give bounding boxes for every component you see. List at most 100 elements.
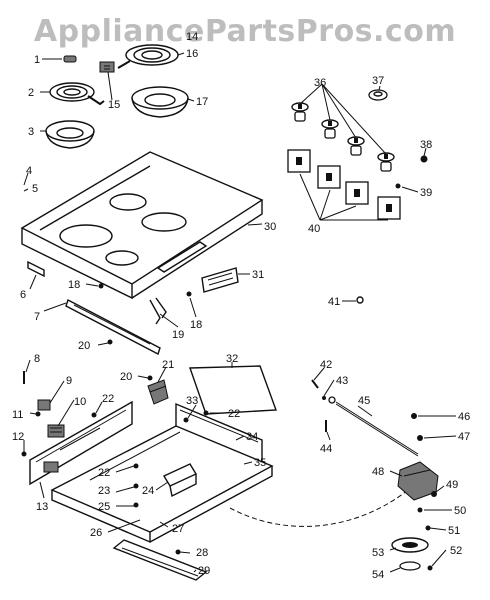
callout-10: 10	[74, 396, 86, 408]
screw-22c	[203, 410, 209, 416]
callout-21: 21	[162, 359, 174, 371]
callout-30: 30	[264, 221, 276, 233]
base-pan-35	[50, 425, 274, 544]
bracket-24	[162, 463, 198, 498]
callout-32: 32	[226, 353, 238, 365]
callout-38: 38	[420, 139, 432, 151]
strain-relief-54	[399, 561, 421, 571]
leader-lines	[23, 52, 457, 573]
cable-45	[328, 396, 419, 457]
knobs-36	[291, 102, 395, 172]
callout-37: 37	[372, 75, 384, 87]
screw-25	[133, 502, 139, 508]
callout-46: 46	[458, 411, 470, 423]
callout-24: 24	[142, 485, 154, 497]
callout-50: 50	[454, 505, 466, 517]
callout-5: 5	[32, 183, 38, 195]
screw-28	[175, 549, 181, 555]
knob-insert-37	[368, 89, 388, 101]
screw-20	[107, 339, 113, 345]
callout-41: 41	[328, 296, 340, 308]
bracket-19	[149, 299, 161, 325]
screw-18b	[186, 291, 192, 297]
callout-36: 36	[314, 77, 326, 89]
rear-panel-34	[175, 402, 263, 462]
callout-22a: 22	[102, 393, 114, 405]
switch-9	[37, 399, 51, 411]
screw-23	[133, 483, 139, 489]
callout-20a: 20	[78, 340, 90, 352]
element-receptacle-15	[99, 61, 115, 73]
screw-33	[183, 417, 189, 423]
callout-52: 52	[450, 545, 462, 557]
wire-harness-dash	[229, 489, 409, 527]
main-top-30	[20, 151, 264, 300]
callout-1: 1	[34, 54, 40, 66]
screw-52	[427, 565, 433, 571]
callout-9: 9	[66, 375, 72, 387]
callout-labels: 1 2 3 4 5 6 7 8 9 10 11 12 13 14 15 16 1…	[12, 31, 470, 581]
callout-33: 33	[186, 395, 198, 407]
clock-timer-10	[47, 424, 65, 438]
callout-26: 26	[90, 527, 102, 539]
part-41	[342, 296, 364, 304]
callout-44: 44	[320, 443, 332, 455]
callout-35: 35	[254, 457, 266, 469]
clip-42	[311, 379, 319, 389]
callout-34: 34	[246, 431, 258, 443]
front-trim-7	[65, 298, 161, 356]
drip-pan-large-17	[131, 86, 189, 118]
screw-12	[21, 451, 27, 457]
callout-15: 15	[108, 99, 120, 111]
infinite-switches-40	[287, 149, 401, 220]
control-panel-13	[29, 400, 133, 486]
callout-11: 11	[12, 409, 23, 421]
callout-19: 19	[172, 329, 184, 341]
surface-element-small-2	[49, 82, 105, 106]
screw-50	[417, 507, 423, 513]
front-rail-29	[112, 539, 208, 581]
grommet-43	[322, 396, 326, 400]
indicator-light-38	[420, 155, 428, 163]
callout-7: 7	[34, 311, 40, 323]
callout-45: 45	[358, 395, 370, 407]
callout-22b: 22	[228, 408, 240, 420]
callout-42: 42	[320, 359, 332, 371]
nut-46	[411, 413, 417, 419]
callout-51: 51	[448, 525, 460, 537]
callout-43: 43	[336, 375, 348, 387]
callout-16: 16	[186, 48, 198, 60]
nut-47	[417, 435, 423, 441]
callout-14: 14	[186, 31, 198, 43]
cord-assembly-53	[391, 537, 429, 553]
screw-22b	[133, 463, 139, 469]
callout-39: 39	[420, 187, 432, 199]
callout-31: 31	[252, 269, 264, 281]
callout-4: 4	[26, 165, 32, 177]
terminal-block-21	[147, 379, 169, 405]
surface-element-large-16	[117, 44, 179, 69]
callout-27: 27	[172, 523, 184, 535]
screw-22	[91, 412, 97, 418]
side-trim-31	[201, 267, 239, 293]
screw-39	[395, 183, 401, 189]
screw-11	[35, 411, 41, 417]
callout-3: 3	[28, 126, 34, 138]
callout-40: 40	[308, 223, 320, 235]
drip-pan-small-3	[45, 120, 95, 149]
callout-17: 17	[196, 96, 208, 108]
callout-20b: 20	[120, 371, 132, 383]
callout-25: 25	[98, 501, 110, 513]
callout-22c: 22	[98, 467, 110, 479]
callout-2: 2	[28, 87, 34, 99]
callout-48: 48	[372, 466, 384, 478]
callout-8: 8	[34, 353, 40, 365]
insulation-32	[189, 365, 277, 415]
callout-13: 13	[36, 501, 48, 513]
screw-51	[425, 525, 431, 531]
callout-18a: 18	[68, 279, 80, 291]
callout-28: 28	[196, 547, 208, 559]
screw-20b	[147, 375, 153, 381]
callout-49: 49	[446, 479, 458, 491]
